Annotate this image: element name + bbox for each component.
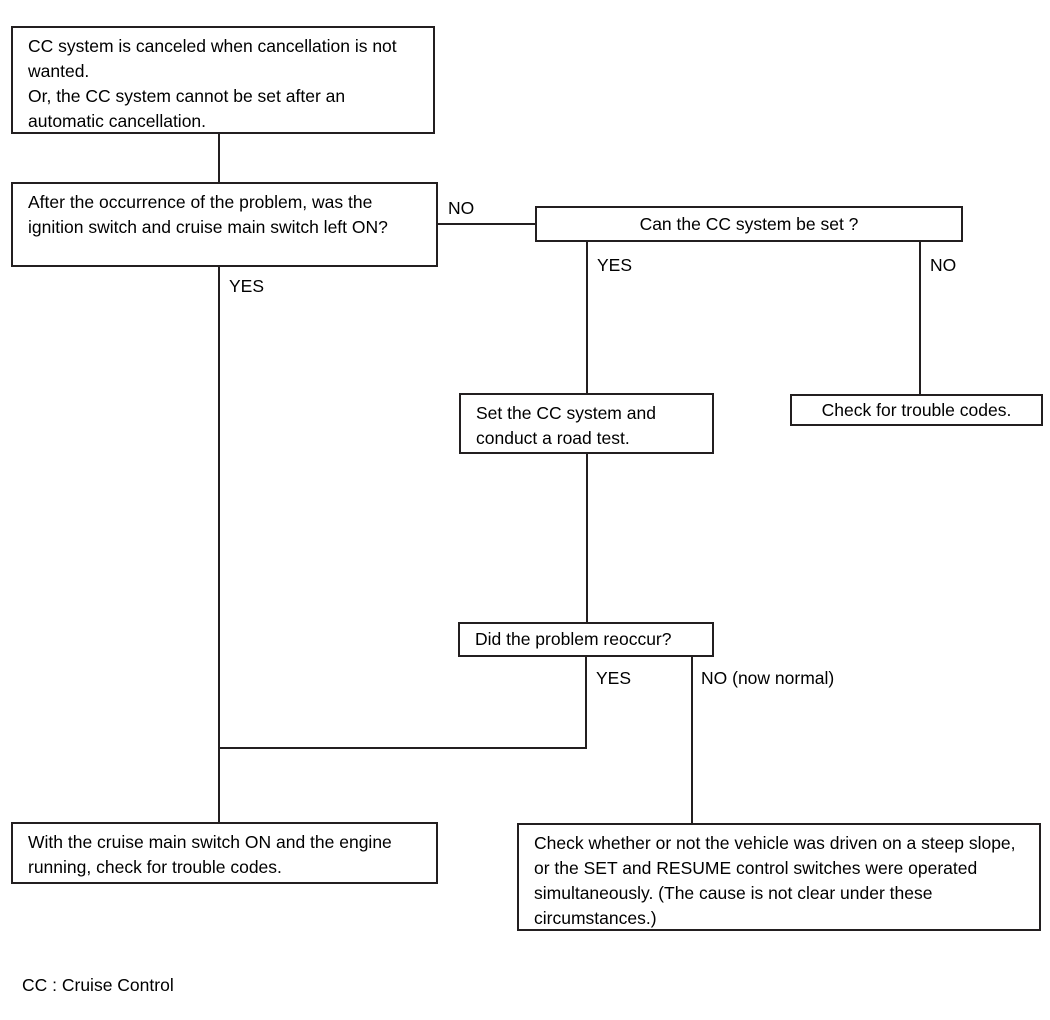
edge-can-set-no (919, 242, 921, 394)
node-question-reoccur: Did the problem reoccur? (458, 622, 714, 657)
edge-label-reoccur-yes: YES (596, 668, 632, 688)
node-action-check-codes-bottom: With the cruise main switch ON and the e… (11, 822, 438, 884)
edge-can-set-yes (586, 242, 588, 393)
edge-label-ignition-no: NO (448, 198, 475, 218)
edge-label-can-set-no: NO (930, 255, 957, 275)
footnote-abbreviation: CC : Cruise Control (22, 975, 174, 995)
node-symptom: CC system is canceled when cancellation … (11, 26, 435, 134)
edge-label-reoccur-no: NO (now normal) (701, 668, 835, 688)
edge-road-test-to-reoccur (586, 454, 588, 622)
edge-label-ignition-yes: YES (229, 276, 265, 296)
edge-reoccur-no (691, 657, 693, 823)
edge-reoccur-yes-horizontal (218, 747, 587, 749)
edge-ignition-no-horizontal (438, 223, 535, 225)
edge-label-can-set-yes: YES (597, 255, 633, 275)
node-action-check-conditions: Check whether or not the vehicle was dri… (517, 823, 1041, 931)
node-question-can-set: Can the CC system be set ? (535, 206, 963, 242)
node-action-check-codes-right: Check for trouble codes. (790, 394, 1043, 426)
edge-symptom-to-ignition (218, 134, 220, 182)
node-action-set-road-test: Set the CC system and conduct a road tes… (459, 393, 714, 454)
edge-ignition-yes-spine (218, 267, 220, 822)
node-question-ignition: After the occurrence of the problem, was… (11, 182, 438, 267)
edge-reoccur-yes-vertical (585, 657, 587, 749)
